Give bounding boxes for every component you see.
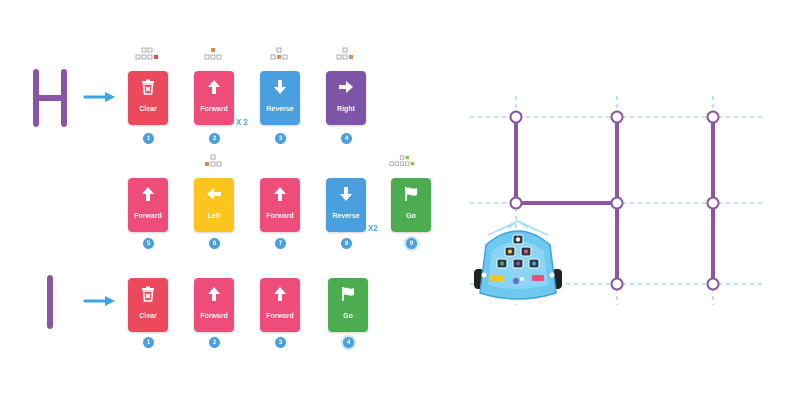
card-label: Clear <box>139 106 157 113</box>
card-left[interactable]: Left <box>194 178 234 232</box>
step-badge: 3 <box>275 133 286 144</box>
letter-h-icon <box>33 69 67 127</box>
card-label: Forward <box>134 213 162 220</box>
step-badge: 9 <box>406 238 417 249</box>
step-badge: 6 <box>209 238 220 249</box>
step-badge: 1 <box>143 133 154 144</box>
card-label: Clear <box>139 313 157 320</box>
card-label: Go <box>343 313 353 320</box>
card-go[interactable]: Go <box>328 278 368 332</box>
grid-nodes <box>509 110 720 291</box>
card-label: Reverse <box>332 213 360 220</box>
step-badge: 3 <box>275 337 286 348</box>
arrow-up-icon <box>142 187 154 201</box>
card-reverse[interactable]: Reverse <box>326 178 366 232</box>
arrow-down-icon <box>274 80 286 94</box>
step-badge: 2 <box>209 337 220 348</box>
card-forward[interactable]: Forward <box>260 278 300 332</box>
card-label: Reverse <box>266 106 294 113</box>
step-badge: 7 <box>275 238 286 249</box>
step-badge: 8 <box>341 238 352 249</box>
card-label: Forward <box>266 213 294 220</box>
trash-icon <box>142 286 154 302</box>
flag-icon <box>405 187 417 201</box>
arrow-up-icon <box>274 187 286 201</box>
arrow-right-icon <box>83 296 115 306</box>
card-label: Go <box>406 213 416 220</box>
arrow-up-icon <box>274 287 286 301</box>
trash-icon <box>142 79 154 95</box>
arrow-down-icon <box>340 187 352 201</box>
grid-position-icon <box>336 47 353 60</box>
step-badge: 2 <box>209 133 220 144</box>
repeat-multiplier: X2 <box>368 224 378 233</box>
step-badge: 4 <box>343 337 354 348</box>
card-reverse[interactable]: Reverse <box>260 71 300 125</box>
card-clear[interactable]: Clear <box>128 278 168 332</box>
arrow-up-icon <box>208 80 220 94</box>
card-label: Forward <box>200 313 228 320</box>
card-label: Left <box>207 213 221 220</box>
flag-icon <box>342 287 354 301</box>
grid-position-icon <box>204 48 222 60</box>
grid-position-icon <box>205 154 222 167</box>
grid-position-icon <box>389 155 415 166</box>
step-badge: 5 <box>143 238 154 249</box>
card-label: Forward <box>200 106 228 113</box>
card-label: Forward <box>266 313 294 320</box>
card-clear[interactable]: Clear <box>128 71 168 125</box>
repeat-multiplier: X 2 <box>236 118 249 127</box>
card-forward[interactable]: Forward <box>260 178 300 232</box>
step-badge: 1 <box>143 337 154 348</box>
grid-position-icon <box>270 47 288 60</box>
arrow-right-icon <box>339 81 353 93</box>
card-right[interactable]: Right <box>326 71 366 125</box>
card-forward[interactable]: Forward <box>194 278 234 332</box>
robot-icon <box>474 220 562 300</box>
card-go[interactable]: Go <box>391 178 431 232</box>
letter-i-icon <box>47 275 53 329</box>
card-forward[interactable]: Forward <box>194 71 234 125</box>
arrow-up-icon <box>208 287 220 301</box>
step-badge: 4 <box>341 133 352 144</box>
card-label: Right <box>337 106 355 113</box>
grid-position-icon <box>135 47 158 60</box>
arrow-right-icon <box>83 92 115 102</box>
arrow-left-icon <box>207 188 221 200</box>
card-forward[interactable]: Forward <box>128 178 168 232</box>
